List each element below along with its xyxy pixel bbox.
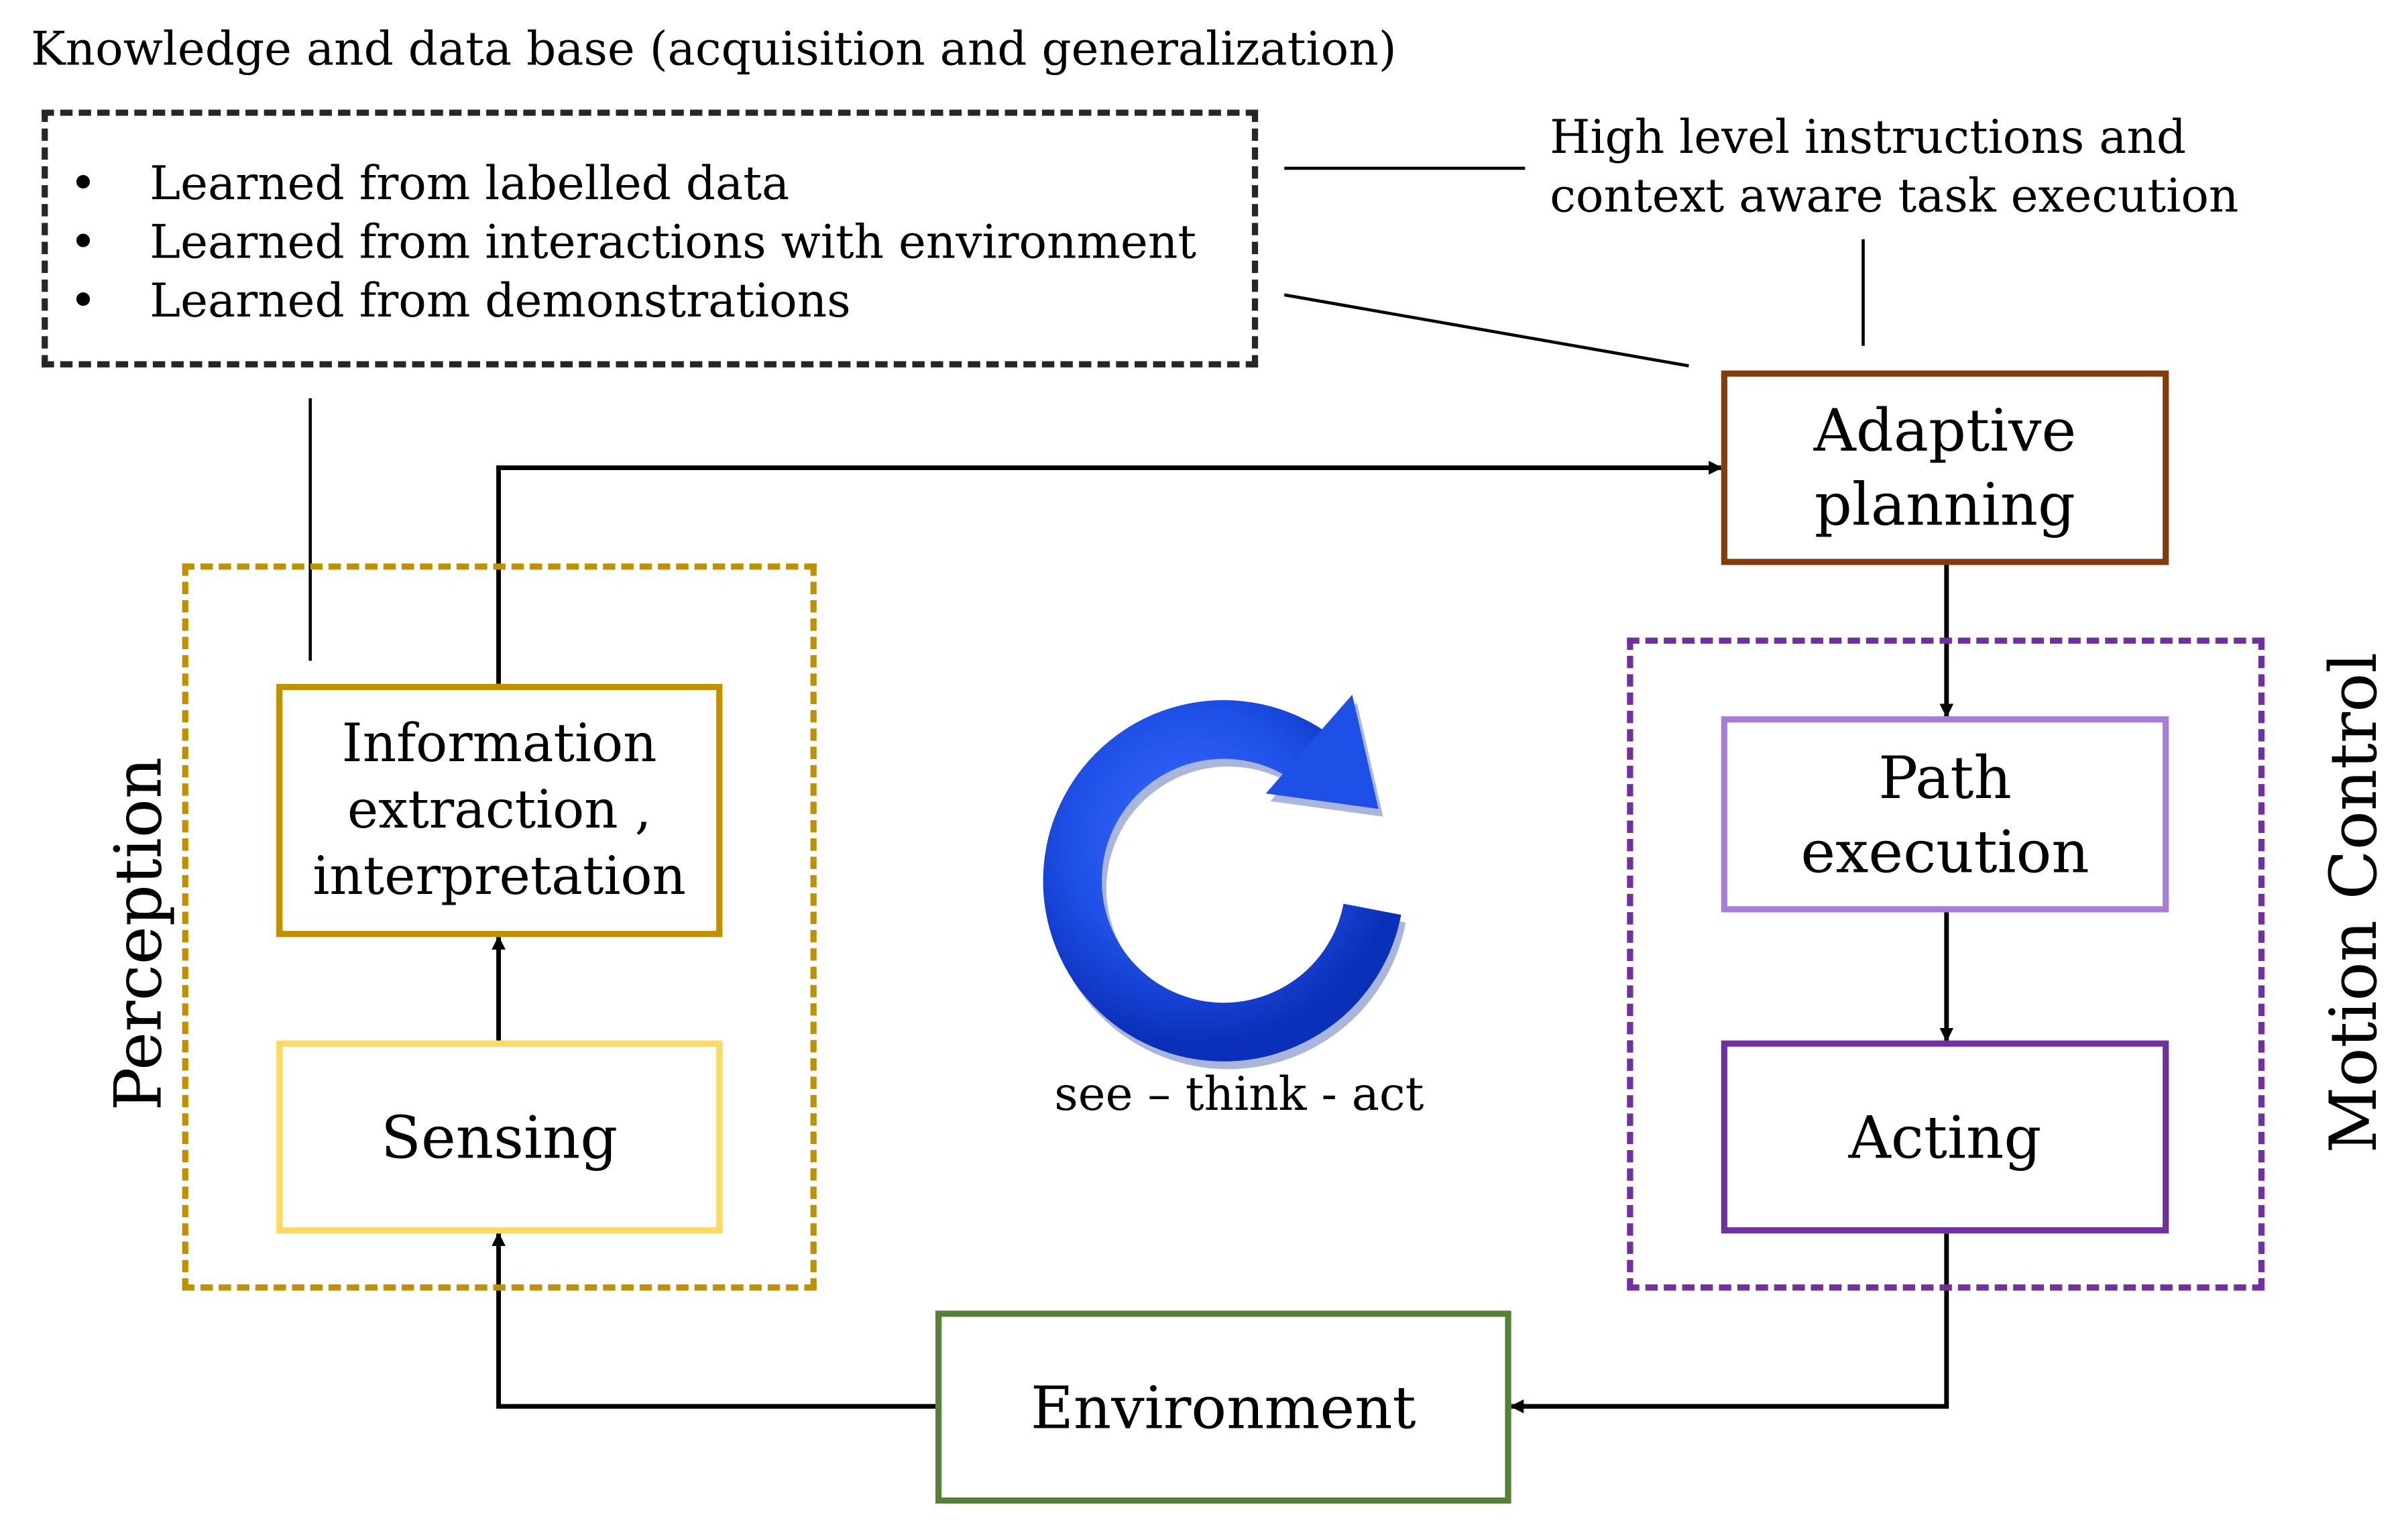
acting-node: Acting: [1721, 1040, 2169, 1234]
perception-group: [182, 563, 817, 1291]
environment-label: Environment: [1031, 1373, 1416, 1441]
knowledge-base-title: Knowledge and data base (acquisition and…: [31, 23, 1397, 78]
kb-item: Learned from labelled data: [48, 156, 1252, 215]
environment-node: Environment: [935, 1310, 1511, 1504]
info-line: interpretation: [312, 845, 686, 907]
knowledge-base-box: Learned from labelled data Learned from …: [42, 109, 1259, 367]
knowledge-base-list: Learned from labelled data Learned from …: [48, 156, 1252, 332]
planning-line: planning: [1814, 471, 2076, 539]
info-to-planning-arrow: [496, 461, 1723, 684]
circular-arrow-icon: [1043, 694, 1406, 1070]
cycle-caption: see – think - act: [1054, 1068, 1424, 1123]
planning-line: Adaptive: [1813, 396, 2077, 465]
perception-label: Perception: [100, 756, 176, 1111]
path-line: Path: [1878, 743, 2012, 811]
motion-control-label: Motion Control: [2315, 652, 2391, 1153]
path-execution-node: Path execution: [1721, 716, 2169, 913]
adaptive-planning-node: Adaptive planning: [1721, 370, 2169, 565]
info-line: extraction ,: [347, 779, 652, 841]
instructions-note: High level instructions and context awar…: [1550, 109, 2238, 227]
kb-item: Learned from interactions with environme…: [48, 215, 1252, 273]
environment-to-sensing-arrow: [492, 1232, 936, 1409]
acting-to-environment-arrow: [1509, 1233, 1949, 1414]
information-extraction-node: Information extraction , interpretation: [276, 683, 723, 938]
info-line: Information: [341, 712, 657, 775]
kb-item: Learned from demonstrations: [48, 273, 1252, 331]
kb-to-planning-line: [1283, 293, 1689, 367]
instructions-note-line: context aware task execution: [1550, 170, 2239, 224]
sensing-node: Sensing: [276, 1040, 723, 1234]
motion-control-group: [1627, 637, 2265, 1291]
acting-label: Acting: [1848, 1102, 2042, 1172]
sensing-label: Sensing: [381, 1102, 618, 1172]
instructions-note-line: High level instructions and: [1550, 111, 2187, 166]
path-line: execution: [1800, 817, 2089, 886]
